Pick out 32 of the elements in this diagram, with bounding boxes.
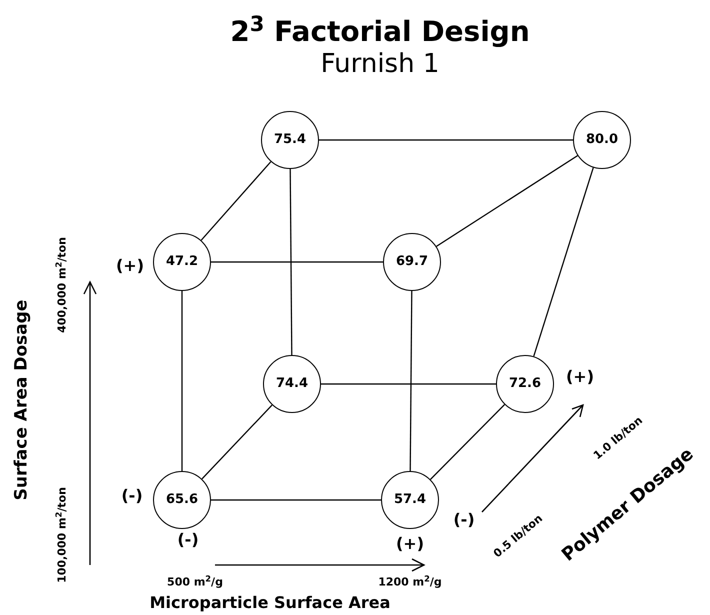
- cube-edge: [410, 291, 412, 471]
- cube-edge: [211, 261, 383, 263]
- cube-edge: [200, 161, 272, 241]
- response-value: 65.6: [166, 491, 198, 510]
- cube-edge: [430, 404, 506, 480]
- diagram-title: 2$^{3}$ Factorial Design: [230, 14, 530, 49]
- axis-title: Microparticle Surface Area: [150, 595, 390, 611]
- response-value: 57.4: [394, 491, 426, 510]
- subtitle: Furnish 1: [320, 51, 440, 77]
- level-sign: (+): [396, 536, 424, 552]
- cube-edge: [290, 169, 292, 355]
- level-sign: (-): [453, 512, 475, 528]
- cube-edge: [321, 383, 496, 385]
- cube-edge: [202, 404, 272, 480]
- cube-edge: [436, 155, 578, 247]
- level-sign: (+): [116, 258, 144, 274]
- axis-title: Surface Area Dosage: [14, 300, 30, 500]
- axis-value: 500 m$^{2}$/g: [167, 576, 223, 588]
- response-value: 80.0: [586, 131, 618, 150]
- response-value: 75.4: [274, 131, 306, 150]
- cube-edge: [319, 139, 573, 141]
- response-value: 69.7: [396, 253, 428, 272]
- cube-edge: [181, 291, 183, 471]
- axis-value: 1200 m$^{2}$/g: [378, 576, 442, 588]
- response-value: 72.6: [508, 375, 542, 394]
- level-sign: (-): [121, 488, 143, 504]
- level-sign: (-): [177, 532, 199, 548]
- cube-edge: [211, 499, 381, 501]
- cube-edge: [533, 167, 594, 357]
- response-value: 47.2: [166, 253, 198, 272]
- level-sign: (+): [566, 369, 594, 385]
- response-value: 74.4: [276, 375, 308, 394]
